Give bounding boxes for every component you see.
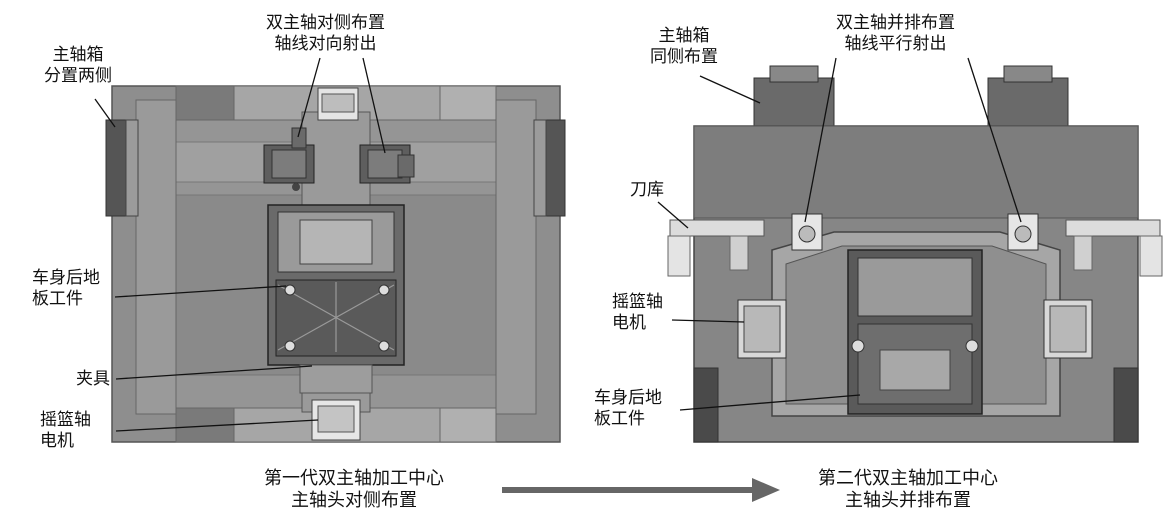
label-body-rear-floor-left: 车身后地 板工件 (32, 268, 100, 310)
label-line: 同侧布置 (650, 47, 718, 67)
caption-first-gen: 第一代双主轴加工中心 主轴头对侧布置 (236, 468, 472, 512)
label-spindle-box-sides: 主轴箱 分置两侧 (44, 45, 112, 87)
caption-second-gen: 第二代双主轴加工中心 主轴头并排布置 (790, 468, 1026, 512)
label-line: 轴线平行射出 (844, 34, 947, 54)
label-line: 摇篮轴 (612, 292, 663, 312)
label-dual-spindle-parallel: 双主轴并排布置 轴线平行射出 (836, 13, 955, 55)
label-line: 车身后地 (594, 388, 662, 408)
label-line: 夹具 (76, 369, 110, 389)
label-line: 车身后地 (32, 268, 100, 288)
caption-line: 主轴头对侧布置 (291, 490, 417, 511)
label-line: 双主轴并排布置 (836, 13, 955, 33)
label-dual-spindle-opposite: 双主轴对侧布置 轴线对向射出 (266, 13, 385, 55)
caption-line: 主轴头并排布置 (845, 490, 971, 511)
caption-line: 第一代双主轴加工中心 (264, 468, 444, 489)
first-gen-machine-drawing (105, 85, 566, 443)
label-line: 刀库 (630, 180, 664, 200)
progression-arrow (502, 478, 780, 502)
label-line: 摇篮轴 (40, 410, 91, 430)
label-fixture: 夹具 (76, 369, 110, 390)
label-line: 板工件 (32, 289, 83, 309)
label-spindle-box-same-side: 主轴箱 同侧布置 (650, 26, 718, 68)
label-line: 电机 (40, 431, 74, 451)
label-line: 板工件 (594, 409, 645, 429)
second-gen-machine-drawing (667, 65, 1163, 443)
label-tool-magazine: 刀库 (630, 180, 664, 201)
leader-lines (94, 57, 1022, 432)
label-cradle-motor-left: 摇篮轴 电机 (40, 410, 91, 452)
label-body-rear-floor-right: 车身后地 板工件 (594, 388, 662, 430)
label-cradle-motor-right: 摇篮轴 电机 (612, 292, 663, 334)
label-line: 电机 (612, 313, 646, 333)
label-line: 主轴箱 (658, 26, 710, 46)
label-line: 主轴箱 (52, 45, 104, 65)
caption-line: 第二代双主轴加工中心 (818, 468, 998, 489)
label-line: 分置两侧 (44, 66, 112, 86)
label-line: 轴线对向射出 (274, 34, 377, 54)
label-line: 双主轴对侧布置 (266, 13, 385, 33)
